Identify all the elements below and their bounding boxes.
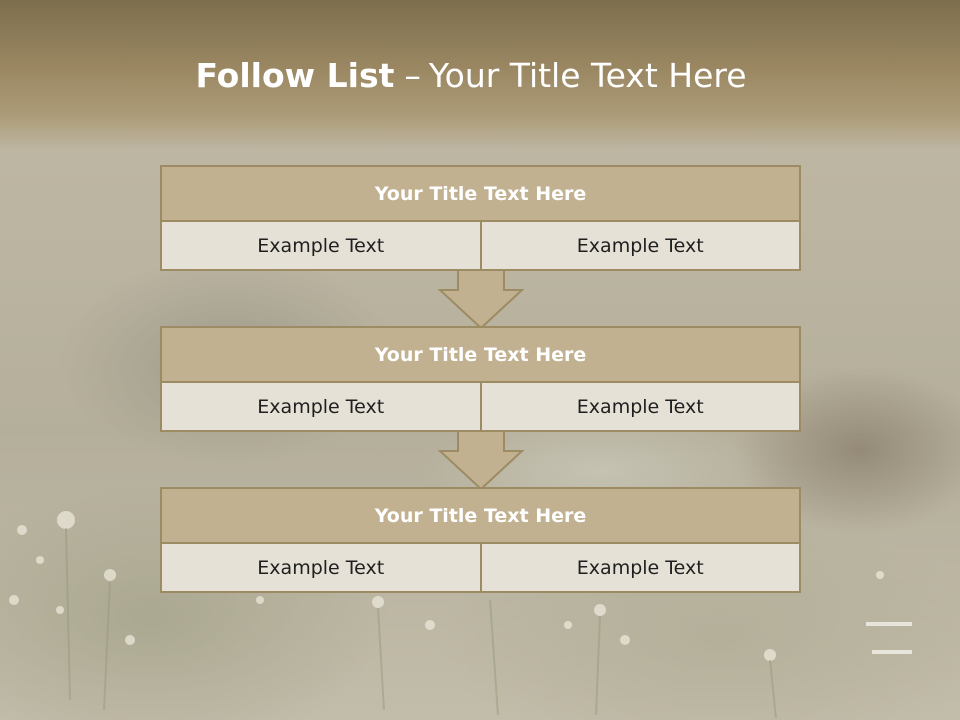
step-box-1: Your Title Text Here Example Text Exampl… [160,165,801,271]
down-arrow-icon [438,270,524,330]
step-title: Your Title Text Here [160,165,801,222]
slide-title-rest: Your Title Text Here [428,56,747,95]
step-left-text: Example Text [160,381,482,432]
step-box-3: Your Title Text Here Example Text Exampl… [160,487,801,593]
step-row: Example Text Example Text [160,381,801,432]
step-box-2: Your Title Text Here Example Text Exampl… [160,326,801,432]
step-row: Example Text Example Text [160,220,801,271]
slide-title-dash: – [404,56,421,95]
step-left-text: Example Text [160,220,482,271]
header-band [0,0,960,150]
step-title: Your Title Text Here [160,487,801,544]
step-title: Your Title Text Here [160,326,801,383]
slide-title-bold: Follow List [195,56,395,95]
step-right-text: Example Text [479,542,801,593]
step-left-text: Example Text [160,542,482,593]
step-right-text: Example Text [479,220,801,271]
step-row: Example Text Example Text [160,542,801,593]
step-right-text: Example Text [479,381,801,432]
slide-title: Follow List–Your Title Text Here [0,54,942,98]
down-arrow-icon [438,431,524,491]
